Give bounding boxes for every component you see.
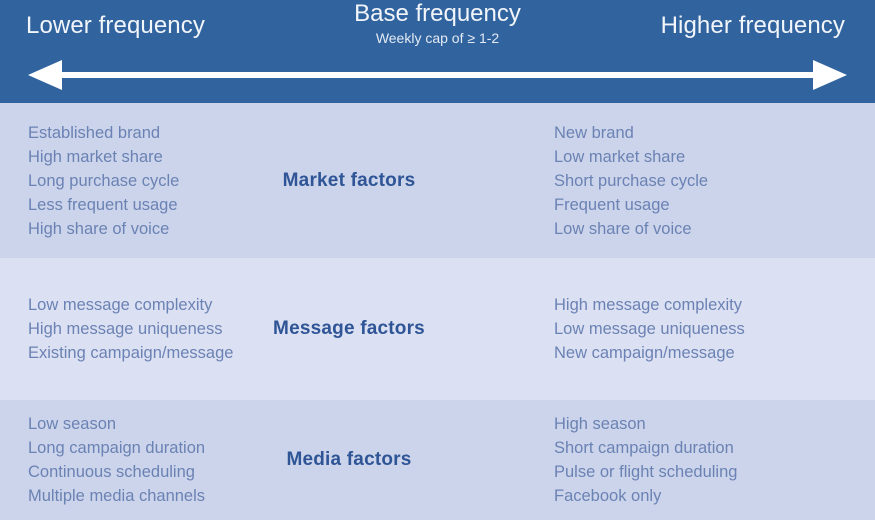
row-market-factors: Established brand High market share Long…	[0, 103, 875, 258]
header-label-base-frequency-group: Base frequency Weekly cap of ≥ 1-2	[0, 0, 875, 47]
list-item: Low message complexity	[28, 296, 213, 314]
list-item: Low message uniqueness	[554, 320, 745, 338]
header-sublabel-weekly-cap: Weekly cap of ≥ 1-2	[375, 30, 500, 46]
row-media-factors-left-column: Low season Long campaign duration Contin…	[0, 412, 349, 508]
list-item: Multiple media channels	[28, 487, 206, 505]
list-item: Pulse or flight scheduling	[554, 463, 738, 481]
list-item: High message uniqueness	[28, 320, 223, 338]
center-label-media-factors: Media factors	[286, 449, 412, 470]
header-label-base-frequency: Base frequency	[354, 0, 521, 27]
header-label-lower-frequency: Lower frequency	[26, 12, 205, 39]
list-item: Low market share	[554, 147, 686, 166]
list-item: High message complexity	[554, 296, 742, 314]
list-item: Short purchase cycle	[554, 171, 709, 190]
row-media-factors-right-column: High season Short campaign duration Puls…	[349, 412, 875, 508]
list-item: High market share	[28, 147, 163, 166]
list-item: Less frequent usage	[28, 195, 178, 214]
media-factors-higher-list: High season Short campaign duration Puls…	[554, 412, 865, 508]
center-label-market-factors: Market factors	[282, 169, 416, 191]
row-media-factors: Low season Long campaign duration Contin…	[0, 400, 875, 520]
row-message-factors: Low message complexity High message uniq…	[0, 258, 875, 400]
header-band: Lower frequency Base frequency Weekly ca…	[0, 0, 875, 103]
list-item: Short campaign duration	[554, 439, 734, 457]
list-item: Established brand	[28, 123, 161, 142]
list-item: High share of voice	[28, 219, 170, 238]
list-item: Long campaign duration	[28, 439, 206, 457]
message-factors-lower-list: Low message complexity High message uniq…	[28, 293, 339, 365]
header-label-higher-frequency: Higher frequency	[660, 12, 845, 39]
message-factors-higher-list: High message complexity Low message uniq…	[554, 293, 865, 365]
row-message-factors-right-column: High message complexity Low message uniq…	[349, 293, 875, 365]
header-labels: Lower frequency Base frequency Weekly ca…	[0, 0, 875, 56]
list-item: Long purchase cycle	[28, 171, 180, 190]
list-item: Frequent usage	[554, 195, 670, 214]
row-market-factors-left-column: Established brand High market share Long…	[0, 121, 349, 241]
media-factors-lower-list: Low season Long campaign duration Contin…	[28, 412, 339, 508]
row-market-factors-right-column: New brand Low market share Short purchas…	[349, 121, 875, 241]
list-item: Facebook only	[554, 487, 662, 505]
list-item: Continuous scheduling	[28, 463, 195, 481]
market-factors-higher-list: New brand Low market share Short purchas…	[554, 121, 865, 241]
center-label-message-factors: Message factors	[273, 318, 425, 339]
list-item: New brand	[554, 123, 634, 142]
list-item: High season	[554, 415, 646, 433]
list-item: New campaign/message	[554, 344, 735, 362]
market-factors-lower-list: Established brand High market share Long…	[28, 121, 339, 241]
bottom-white-strip	[0, 520, 875, 530]
row-message-factors-left-column: Low message complexity High message uniq…	[0, 293, 349, 365]
list-item: Low season	[28, 415, 117, 433]
list-item: Low share of voice	[554, 219, 692, 238]
list-item: Existing campaign/message	[28, 344, 234, 362]
double-arrow-icon	[0, 58, 875, 92]
